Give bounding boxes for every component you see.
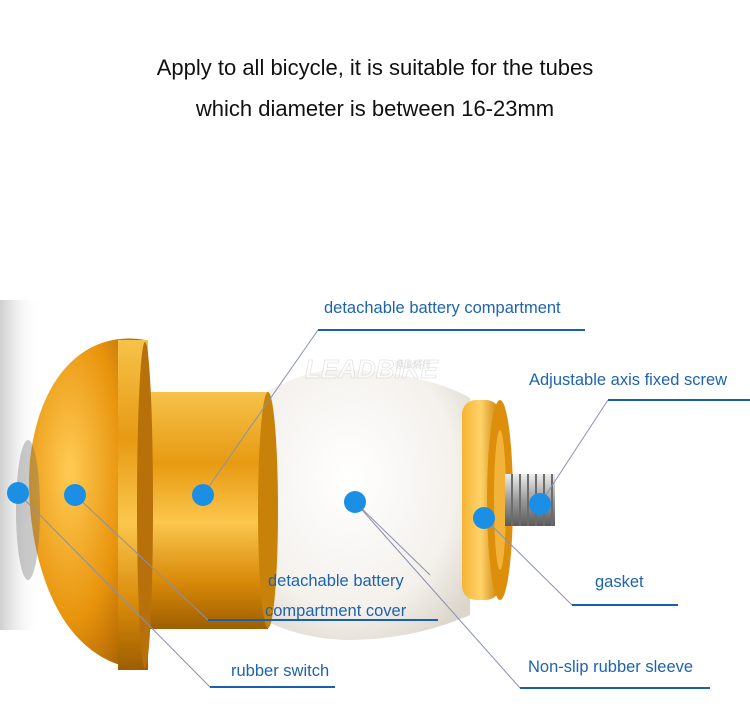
label-battery-cover-line1: detachable battery: [268, 572, 404, 590]
label-axis-screw: Adjustable axis fixed screw: [529, 371, 728, 389]
callout-dot-gasket: [473, 507, 495, 529]
label-battery-compartment: detachable battery compartment: [324, 299, 561, 317]
callout-dot-battery-compartment: [192, 484, 214, 506]
callout-dot-axis-screw: [529, 493, 551, 515]
label-rubber-sleeve: Non-slip rubber sleeve: [528, 658, 694, 676]
label-underlines: [208, 329, 750, 689]
leader-lines: [17, 329, 609, 689]
callout-dot-rubber-switch: [7, 482, 29, 504]
label-battery-cover-line2: compartment cover: [265, 602, 407, 620]
header-line-1: Apply to all bicycle, it is suitable for…: [156, 55, 594, 80]
gasket-ring: [462, 400, 513, 600]
rubber-switch-cap: [16, 338, 153, 670]
label-gasket: gasket: [595, 573, 644, 591]
brand-watermark: LEADBIKE 領派騎行: [305, 354, 439, 385]
watermark-brand: LEADBIKE: [305, 354, 439, 384]
header-line-2: which diameter is between 16-23mm: [195, 96, 555, 121]
callout-dot-rubber-sleeve: [344, 491, 366, 513]
callout-dot-battery-cover: [64, 484, 86, 506]
label-rubber-switch: rubber switch: [231, 662, 330, 680]
watermark-sub: 領派騎行: [395, 359, 431, 371]
battery-compartment-cylinder: [132, 392, 278, 629]
callout-dots: [7, 482, 551, 529]
